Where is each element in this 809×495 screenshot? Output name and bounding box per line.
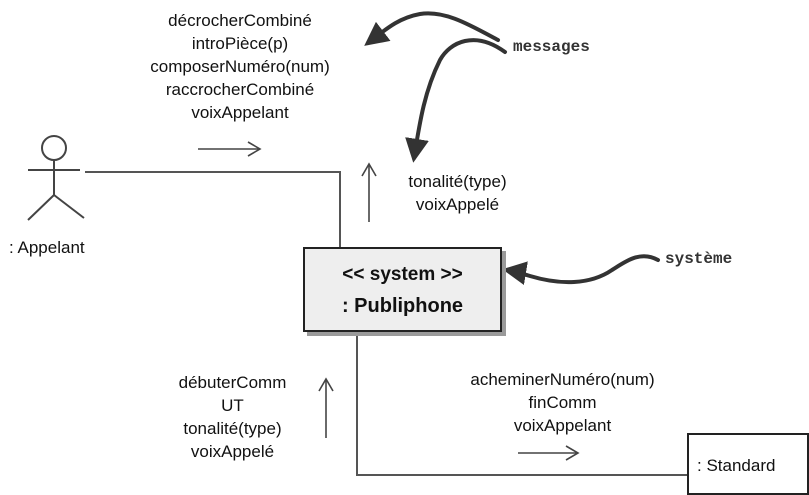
message: introPièce(p) — [191, 34, 289, 53]
arrow-right-top — [198, 141, 262, 157]
standard-label: : Standard — [697, 456, 776, 475]
message: tonalité(type) — [408, 172, 507, 191]
arrow-up-bottom — [318, 377, 334, 438]
annotation-arrow-messages-1 — [364, 11, 500, 46]
message: voixAppelé — [415, 195, 500, 214]
association-line-standard — [356, 334, 687, 476]
message: voixAppelant — [191, 103, 289, 122]
message: voixAppelé — [190, 442, 275, 461]
messages-system-to-standard: acheminerNuméro(num) finComm voixAppelan… — [440, 368, 685, 437]
message: raccrocherCombiné — [165, 80, 315, 99]
message: acheminerNuméro(num) — [470, 370, 655, 389]
message: débuterComm — [178, 373, 287, 392]
message: tonalité(type) — [183, 419, 282, 438]
arrow-up-top — [361, 162, 377, 222]
association-line-appelant — [85, 171, 341, 247]
message: finComm — [528, 393, 597, 412]
messages-standard-to-system: débuterComm UT tonalité(type) voixAppelé — [160, 371, 305, 463]
message: décrocherCombiné — [168, 11, 312, 30]
annotation-arrow-messages-2 — [405, 38, 507, 163]
arrow-right-bottom — [518, 445, 580, 461]
annotation-messages: messages — [513, 38, 590, 56]
messages-system-to-appelant: tonalité(type) voixAppelé — [390, 170, 525, 216]
annotation-arrow-systeme — [502, 254, 660, 285]
message: composerNuméro(num) — [150, 57, 330, 76]
system-box-publiphone: << system >> : Publiphone — [303, 247, 502, 332]
system-stereotype: << system >> — [342, 264, 463, 285]
message: voixAppelant — [513, 416, 612, 435]
annotation-systeme: système — [665, 250, 733, 268]
appelant-label: : Appelant — [9, 238, 85, 257]
message: UT — [221, 396, 244, 415]
standard-box: : Standard — [687, 433, 809, 495]
messages-appelant-to-system: décrocherCombiné introPièce(p) composerN… — [125, 9, 355, 124]
appelant-stick-figure — [27, 135, 85, 221]
system-name: : Publiphone — [341, 295, 464, 317]
